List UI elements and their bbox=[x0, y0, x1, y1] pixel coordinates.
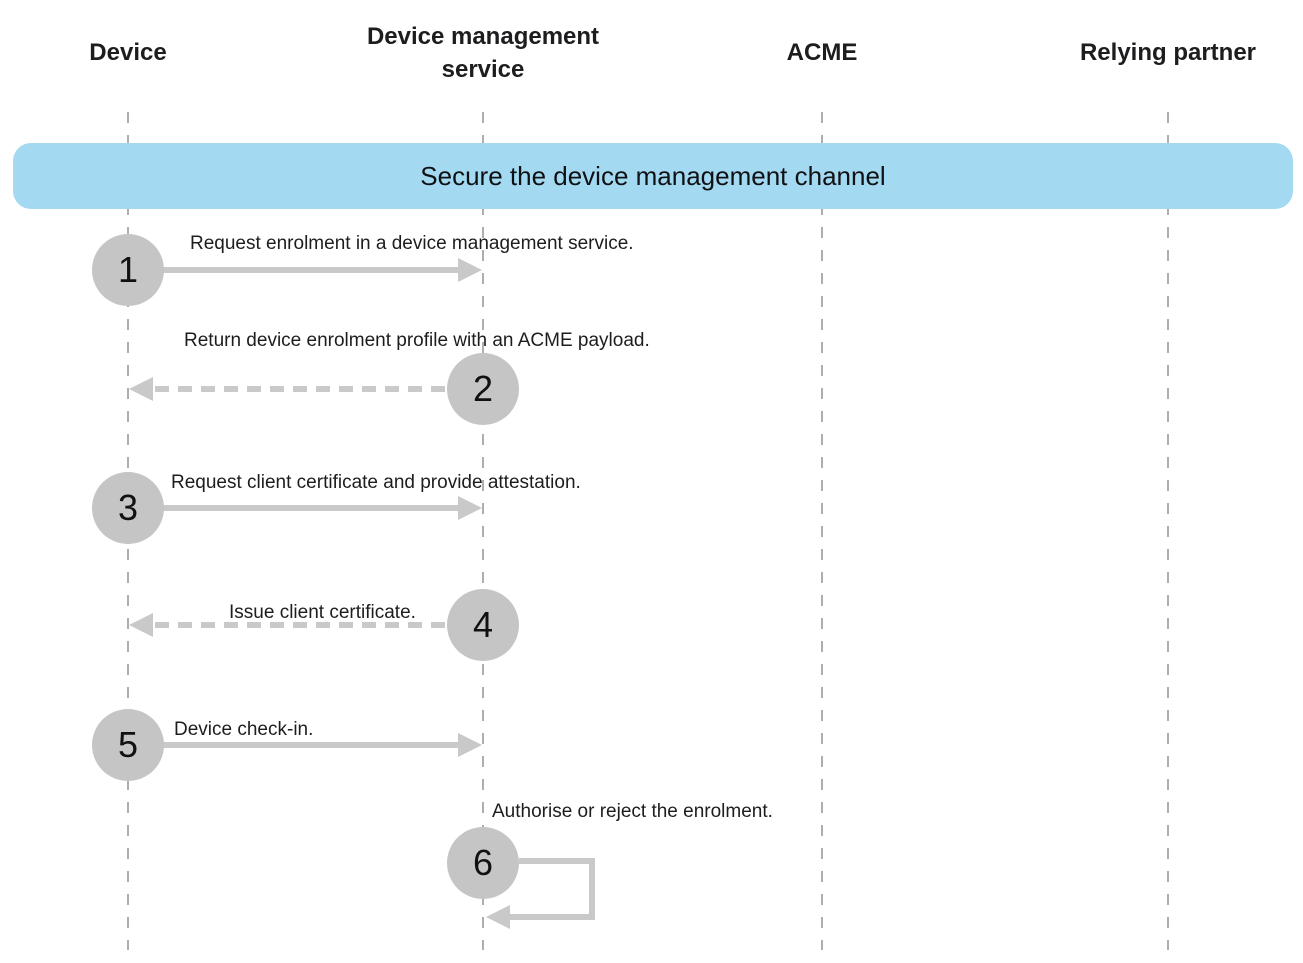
step-6-circle: 6 bbox=[447, 827, 519, 899]
step-6-number: 6 bbox=[472, 842, 494, 883]
step-2-arrowhead-icon bbox=[129, 377, 153, 401]
step-5-arrowhead-icon bbox=[458, 733, 482, 757]
actor-label-acme: ACME bbox=[786, 39, 858, 66]
step-3-label: Request client certificate and provide a… bbox=[171, 472, 581, 493]
step-2-arrow-line bbox=[155, 386, 448, 392]
step-2-circle: 2 bbox=[447, 353, 519, 425]
banner-secure-channel: Secure the device management channel bbox=[13, 143, 1293, 209]
actor-label-relying-partner: Relying partner bbox=[1079, 39, 1257, 66]
step-1-arrow-line bbox=[160, 267, 460, 273]
step-5-label: Device check-in. bbox=[174, 719, 314, 740]
step-6-loop-top bbox=[519, 858, 595, 864]
step-2-label: Return device enrolment profile with an … bbox=[184, 330, 650, 351]
lifeline-relying-partner bbox=[1167, 112, 1169, 950]
step-3-arrow-line bbox=[160, 505, 460, 511]
step-1-circle: 1 bbox=[92, 234, 164, 306]
step-6-arrowhead-icon bbox=[486, 905, 510, 929]
step-5-circle: 5 bbox=[92, 709, 164, 781]
banner-label: Secure the device management channel bbox=[420, 160, 886, 191]
step-1-number: 1 bbox=[117, 249, 139, 290]
step-5-number: 5 bbox=[117, 724, 139, 765]
lifeline-acme bbox=[821, 112, 823, 950]
step-5-arrow-line bbox=[160, 742, 460, 748]
step-3-number: 3 bbox=[117, 487, 139, 528]
step-4-arrowhead-icon bbox=[129, 613, 153, 637]
actor-label-device-management-service: Device management service bbox=[366, 23, 600, 83]
step-6-loop-bottom bbox=[509, 914, 595, 920]
step-1-label: Request enrolment in a device management… bbox=[190, 233, 634, 254]
step-2-number: 2 bbox=[472, 368, 494, 409]
step-3-circle: 3 bbox=[92, 472, 164, 544]
lifeline-device-management-service bbox=[482, 112, 484, 950]
step-6-label: Authorise or reject the enrolment. bbox=[492, 801, 773, 822]
actor-label-device: Device bbox=[89, 39, 167, 66]
step-4-arrow-line bbox=[155, 622, 448, 628]
step-4-circle: 4 bbox=[447, 589, 519, 661]
step-1-arrowhead-icon bbox=[458, 258, 482, 282]
step-4-number: 4 bbox=[472, 604, 494, 645]
step-3-arrowhead-icon bbox=[458, 496, 482, 520]
step-6-loop-right bbox=[589, 858, 595, 920]
step-4-label: Issue client certificate. bbox=[229, 602, 416, 623]
